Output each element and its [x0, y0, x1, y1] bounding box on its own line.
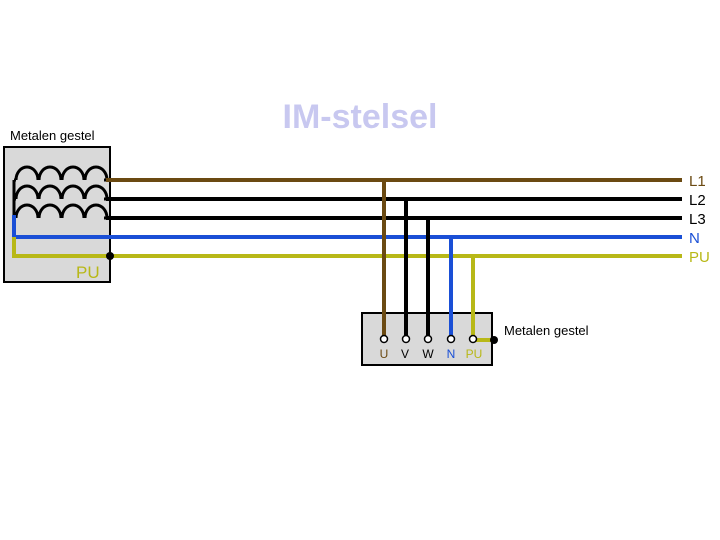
load-ground-node: [490, 336, 498, 344]
line-label-pu: PU: [689, 249, 710, 266]
line-label-n: N: [689, 230, 700, 247]
line-label-u: L1: [689, 173, 706, 190]
terminal-label-w: W: [422, 347, 434, 361]
source-ground-label: PU: [76, 263, 100, 282]
transformer-windings: [12, 165, 109, 220]
line-label-v: L2: [689, 192, 706, 209]
winding-1: [14, 165, 109, 181]
winding-2: [14, 184, 109, 200]
load-frame-label: Metalen gestel: [504, 323, 589, 338]
terminal-label-pu: PU: [466, 347, 483, 361]
winding-3: [14, 203, 109, 219]
terminal-label-n: N: [447, 347, 456, 361]
diagram-title: IM-stelsel: [283, 98, 438, 136]
terminal-v: [401, 334, 411, 344]
source-frame-label: Metalen gestel: [10, 128, 95, 143]
terminal-u: [379, 334, 389, 344]
pu-line: [12, 237, 682, 258]
terminal-pu: [468, 334, 478, 344]
terminal-label-v: V: [401, 347, 409, 361]
bus-lines: [12, 178, 682, 260]
terminal-label-u: U: [380, 347, 389, 361]
source-ground-node: [106, 252, 114, 260]
line-label-w: L3: [689, 211, 706, 228]
load-drops: [379, 180, 498, 344]
terminal-w: [423, 334, 433, 344]
terminal-n: [446, 334, 456, 344]
